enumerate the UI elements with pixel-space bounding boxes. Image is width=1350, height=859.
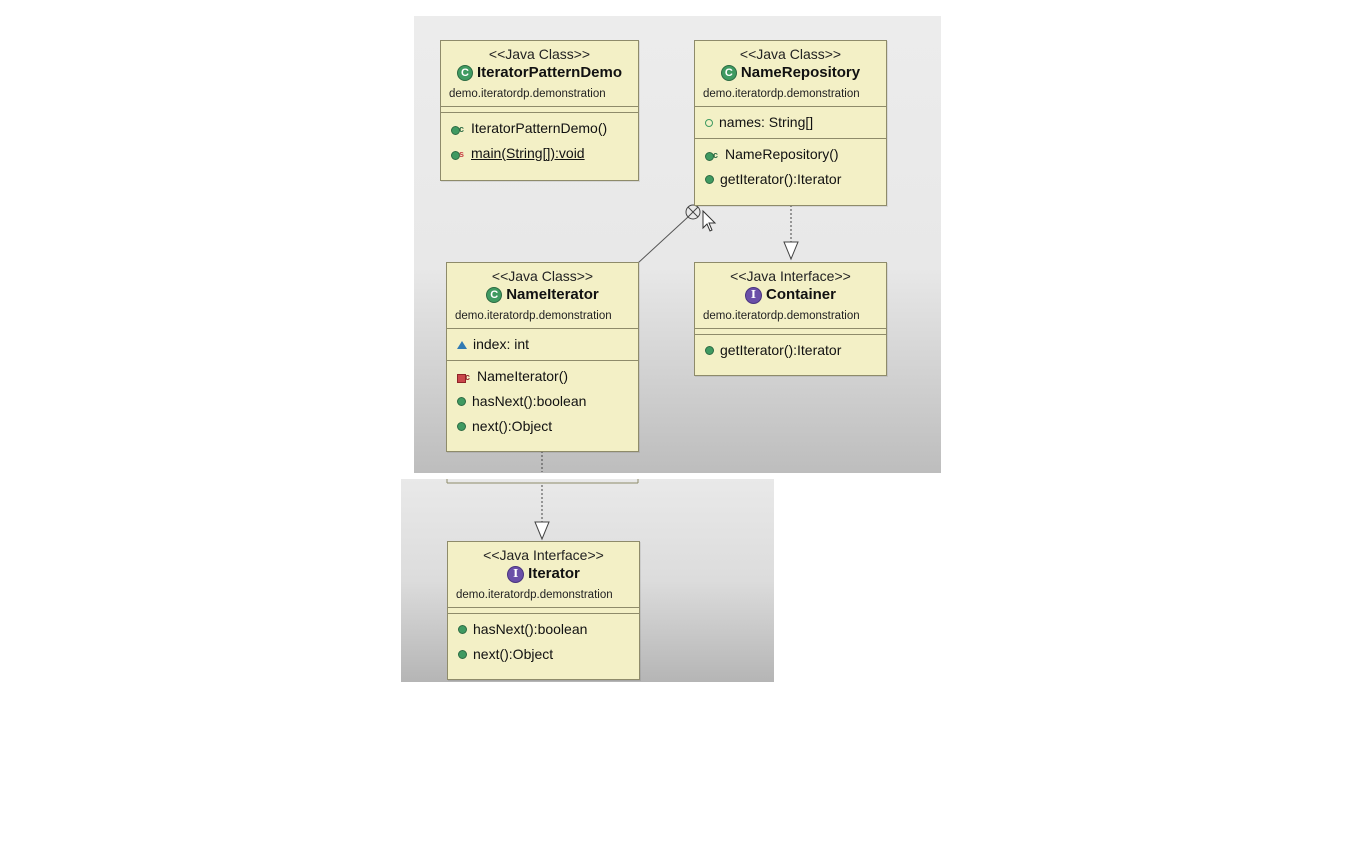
- method-item[interactable]: getIterator():Iterator: [695, 167, 886, 192]
- method-item[interactable]: next():Object: [448, 642, 639, 667]
- package-label: demo.iteratordp.demonstration: [703, 310, 860, 322]
- field-item[interactable]: index: int: [447, 332, 638, 357]
- realization-arrowhead-container: [783, 241, 799, 261]
- interface-iterator[interactable]: <<Java Interface>> I Iterator demo.itera…: [447, 541, 640, 680]
- stereotype-label: <<Java Interface>>: [483, 547, 604, 563]
- private-constructor-icon: c: [457, 371, 471, 383]
- public-method-icon: [457, 397, 466, 406]
- package-label: demo.iteratordp.demonstration: [449, 88, 606, 100]
- stereotype-label: <<Java Class>>: [739, 46, 842, 62]
- class-icon: C: [486, 287, 503, 303]
- nesting-anchor-icon: [685, 204, 701, 220]
- stereotype-label: <<Java Class>>: [491, 268, 594, 284]
- method-item[interactable]: c NameRepository(): [695, 142, 886, 167]
- attribute-compartment: [441, 107, 638, 113]
- class-name: NameIterator: [506, 286, 599, 303]
- interface-name: Iterator: [528, 565, 580, 582]
- class-name: IteratorPatternDemo: [476, 64, 623, 81]
- static-method-icon: s: [451, 148, 465, 160]
- class-icon: C: [720, 65, 737, 81]
- interface-icon: I: [507, 565, 525, 583]
- class-name: NameRepository: [740, 64, 861, 81]
- attribute-compartment: names: String[]: [695, 107, 886, 139]
- public-method-icon: [705, 346, 714, 355]
- field-item[interactable]: names: String[]: [695, 110, 886, 135]
- mouse-cursor-icon: [702, 209, 717, 232]
- class-name-repository[interactable]: <<Java Class>> C NameRepository demo.ite…: [694, 40, 887, 206]
- package-label: demo.iteratordp.demonstration: [455, 310, 612, 322]
- public-method-icon: [457, 422, 466, 431]
- class-name-iterator[interactable]: <<Java Class>> C NameIterator demo.itera…: [446, 262, 639, 452]
- method-item[interactable]: c NameIterator(): [447, 364, 638, 389]
- method-item[interactable]: getIterator():Iterator: [695, 338, 886, 363]
- interface-container[interactable]: <<Java Interface>> I Container demo.iter…: [694, 262, 887, 376]
- method-item[interactable]: s main(String[]):void: [441, 141, 638, 166]
- method-compartment: getIterator():Iterator: [695, 335, 886, 366]
- class-iterator-pattern-demo[interactable]: <<Java Class>> C IteratorPatternDemo dem…: [440, 40, 639, 181]
- method-compartment: c NameIterator() hasNext():boolean next(…: [447, 361, 638, 442]
- private-field-icon: [705, 118, 713, 127]
- interface-name: Container: [765, 286, 836, 303]
- stereotype-label: <<Java Class>>: [488, 46, 591, 62]
- method-item[interactable]: hasNext():boolean: [447, 389, 638, 414]
- method-compartment: hasNext():boolean next():Object: [448, 614, 639, 670]
- class-icon: C: [456, 65, 473, 81]
- interface-icon: I: [744, 286, 762, 304]
- method-item[interactable]: next():Object: [447, 414, 638, 439]
- method-item[interactable]: hasNext():boolean: [448, 617, 639, 642]
- method-item[interactable]: c IteratorPatternDemo(): [441, 116, 638, 141]
- package-field-icon: [457, 340, 467, 349]
- attribute-compartment: index: int: [447, 329, 638, 361]
- attribute-compartment: [448, 608, 639, 614]
- constructor-icon: c: [705, 149, 719, 161]
- method-compartment: c NameRepository() getIterator():Iterato…: [695, 139, 886, 195]
- realization-arrowhead-iterator: [534, 521, 550, 541]
- nested-class-line: [637, 216, 689, 264]
- stereotype-label: <<Java Interface>>: [730, 268, 851, 284]
- package-label: demo.iteratordp.demonstration: [703, 88, 860, 100]
- method-compartment: c IteratorPatternDemo() s main(String[])…: [441, 113, 638, 169]
- attribute-compartment: [695, 329, 886, 335]
- package-label: demo.iteratordp.demonstration: [456, 589, 613, 601]
- public-method-icon: [705, 175, 714, 184]
- public-method-icon: [458, 625, 467, 634]
- public-method-icon: [458, 650, 467, 659]
- constructor-icon: c: [451, 123, 465, 135]
